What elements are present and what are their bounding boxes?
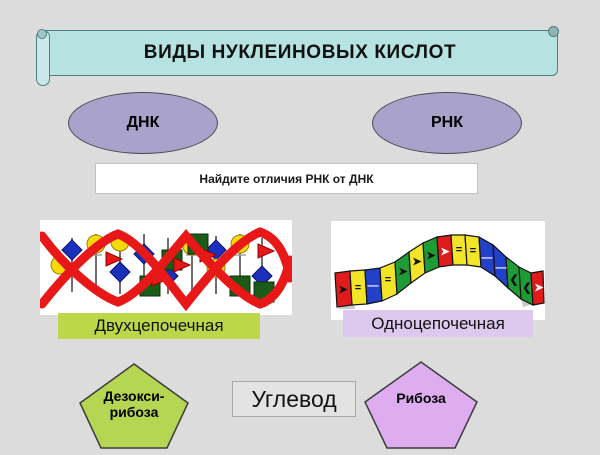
shape-deoxyribose[interactable]: Дезокси- рибоза	[78, 362, 190, 450]
svg-text:—: —	[368, 280, 379, 292]
rna-image-frame: ➤ = — = ➤ ➤ ➤ ➤ = = — — ❮ ❮ ➤	[331, 221, 545, 320]
svg-text:=: =	[385, 274, 391, 286]
svg-text:—: —	[482, 252, 493, 264]
node-rna-label: РНК	[431, 114, 463, 131]
rna-single-strand-illustration: ➤ = — = ➤ ➤ ➤ ➤ = = — — ❮ ❮ ➤	[334, 234, 545, 309]
banner-body	[42, 30, 558, 76]
svg-text:➤: ➤	[412, 256, 422, 268]
caption-double-stranded-text: Двухцепочечная	[94, 316, 224, 335]
caption-double-stranded: Двухцепочечная	[58, 313, 260, 339]
task-prompt-text: Найдите отличия РНК от ДНК	[199, 171, 374, 186]
scroll-curl-left-icon	[37, 29, 47, 39]
svg-text:➤: ➤	[426, 250, 436, 262]
svg-text:—: —	[496, 262, 507, 274]
page-title: ВИДЫ НУКЛЕИНОВЫХ КИСЛОТ	[143, 42, 457, 63]
carbohydrate-label: Углевод	[251, 385, 337, 412]
svg-text:➤: ➤	[398, 266, 408, 278]
svg-text:=: =	[355, 282, 361, 294]
svg-text:➤: ➤	[440, 246, 450, 258]
node-dna[interactable]: ДНК	[68, 92, 218, 154]
pentagon-purple-icon	[364, 361, 478, 449]
caption-single-stranded: Одноцепочечная	[343, 310, 533, 337]
carbohydrate-box: Углевод	[232, 381, 356, 417]
svg-text:➤: ➤	[534, 282, 544, 294]
pentagon-green-icon	[79, 363, 189, 449]
title-banner: ВИДЫ НУКЛЕИНОВЫХ КИСЛОТ	[32, 22, 568, 86]
shape-deoxyribose-label: Дезокси- рибоза	[78, 388, 190, 420]
shape-ribose-label: Рибоза	[396, 390, 446, 406]
dna-double-helix-illustration	[40, 227, 292, 312]
shape-ribose[interactable]: Рибоза	[363, 360, 479, 450]
svg-text:❮: ❮	[522, 282, 531, 294]
svg-text:❮: ❮	[509, 274, 518, 286]
node-rna[interactable]: РНК	[372, 92, 522, 154]
svg-text:➤: ➤	[338, 284, 348, 296]
scroll-curl-right-icon	[548, 26, 559, 37]
deoxyribose-line-2: рибоза	[109, 404, 159, 421]
node-dna-label: ДНК	[126, 114, 160, 131]
svg-text:=: =	[456, 244, 462, 256]
caption-single-stranded-text: Одноцепочечная	[371, 313, 505, 333]
svg-text:=: =	[470, 245, 476, 257]
deoxyribose-line-1: Дезокси-	[103, 388, 165, 404]
dna-image-frame	[40, 220, 292, 315]
task-prompt-box: Найдите отличия РНК от ДНК	[95, 163, 478, 194]
